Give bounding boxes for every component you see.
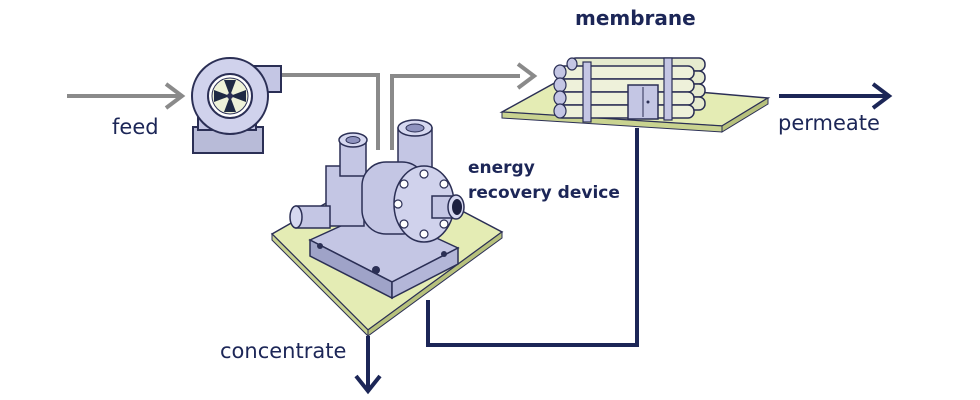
energy-recovery-label-line2: recovery device — [468, 183, 620, 203]
membrane-rack-icon — [553, 57, 706, 123]
feed-pipe-to-erd — [258, 73, 380, 150]
feed-pump-icon — [191, 57, 282, 154]
feed-inlet-arrow — [67, 82, 186, 110]
feed-label: feed — [112, 115, 159, 139]
permeate-label: permeate — [778, 111, 880, 135]
concentrate-return-line — [426, 128, 639, 347]
concentrate-outlet-arrow — [354, 336, 382, 395]
energy-recovery-label-line1: energy — [468, 158, 535, 178]
concentrate-label: concentrate — [220, 339, 347, 363]
energy-recovery-device-label: energy recovery device — [468, 156, 620, 206]
permeate-outlet-arrow — [779, 82, 893, 110]
energy-recovery-device-icon — [289, 119, 465, 300]
membrane-label: membrane — [575, 6, 696, 30]
high-pressure-pipe-to-membrane — [390, 62, 538, 150]
